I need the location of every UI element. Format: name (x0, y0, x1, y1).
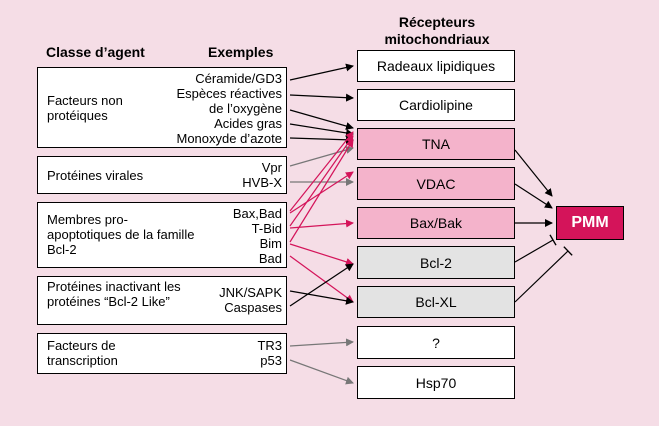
arrow-vpr-tna (289, 146, 354, 167)
example-bad: Bad (258, 251, 282, 266)
group-bcl2-inactivators: Protéines inactivant les protéines “Bcl-… (37, 276, 287, 325)
example-tbid: T-Bid (251, 221, 282, 236)
arrow-bad-bclxl (289, 255, 354, 303)
group-label: Facteurs de transcription (47, 338, 118, 368)
example-bax-bad: Bax,Bad (232, 206, 282, 221)
example-fatty-acids: Acides gras (214, 116, 282, 131)
group-label: Membres pro-apoptotiques de la famille B… (47, 212, 195, 257)
example-ros-1: Espèces réactives (176, 86, 283, 101)
arrow-bim-tna (289, 139, 354, 243)
group-label: Protéines virales (47, 168, 144, 183)
group-viral-proteins: Protéines virales Vpr HVB-X (37, 156, 287, 194)
arrow-baxbad-vdac (289, 171, 354, 214)
group-transcription-factors: Facteurs de transcription TR3 p53 (37, 333, 287, 374)
group-label: Protéines inactivant les protéines “Bcl-… (47, 279, 181, 309)
example-caspases: Caspases (224, 300, 282, 315)
arrow-tr3-unknown (289, 338, 354, 347)
example-ceramide: Céramide/GD3 (195, 71, 282, 86)
header-receptors: Récepteurs mitochondriaux (384, 14, 490, 47)
arrow-p53-hsp70 (289, 359, 354, 385)
group-bcl2-proapoptotic: Membres pro-apoptotiques de la famille B… (37, 202, 287, 268)
receptor-unknown: ? (357, 326, 515, 359)
arrow-tbid-baxbak (289, 219, 354, 229)
example-p53: p53 (260, 353, 282, 368)
arrow-vdac-pmm (514, 183, 553, 209)
receptor-tna: TNA (357, 128, 515, 160)
pmm-target: PMM (556, 206, 624, 240)
inhibit-bcl2-pmm (514, 234, 557, 263)
arrow-tbid-tna (289, 135, 354, 227)
example-vpr: Vpr (261, 160, 282, 175)
example-hbx: HVB-X (242, 175, 282, 190)
arrow-tna-pmm (514, 149, 553, 197)
receptor-bclxl: Bcl-XL (357, 286, 515, 318)
example-tr3: TR3 (257, 338, 282, 353)
arrow-baxbad-tna (289, 131, 354, 212)
example-ros-2: de l’oxygène (209, 101, 282, 116)
example-jnk-sapk: JNK/SAPK (219, 285, 282, 300)
arrow-ros-tna (289, 109, 354, 130)
arrow-ros-cardiolipin (289, 93, 354, 102)
example-nitric-oxide: Monoxyde d’azote (176, 131, 282, 146)
receptor-cardiolipin: Cardiolipine (357, 89, 515, 121)
receptor-vdac: VDAC (357, 167, 515, 200)
receptor-hsp70: Hsp70 (357, 366, 515, 399)
receptor-lipid-rafts: Radeaux lipidiques (357, 50, 515, 82)
receptor-bcl2: Bcl-2 (357, 246, 515, 279)
arrow-fatty-acids-tna (289, 123, 354, 137)
example-bim: Bim (259, 236, 282, 251)
header-examples: Exemples (208, 44, 274, 60)
arrow-caspases-bcl2 (289, 263, 354, 307)
arrow-no-tna (289, 135, 354, 144)
arrow-ceramide-rafts (289, 63, 354, 81)
inhibit-bclxl-pmm (514, 246, 573, 303)
group-non-protein-factors: Facteurs non protéiques Céramide/GD3 Esp… (37, 67, 287, 148)
group-label: Facteurs non protéiques (47, 93, 123, 123)
receptor-bax-bak: Bax/Bak (357, 207, 515, 239)
header-agent-class: Classe d’agent (46, 44, 145, 60)
arrow-jnk-bclxl (289, 290, 354, 305)
arrow-bim-bcl2 (289, 243, 354, 266)
